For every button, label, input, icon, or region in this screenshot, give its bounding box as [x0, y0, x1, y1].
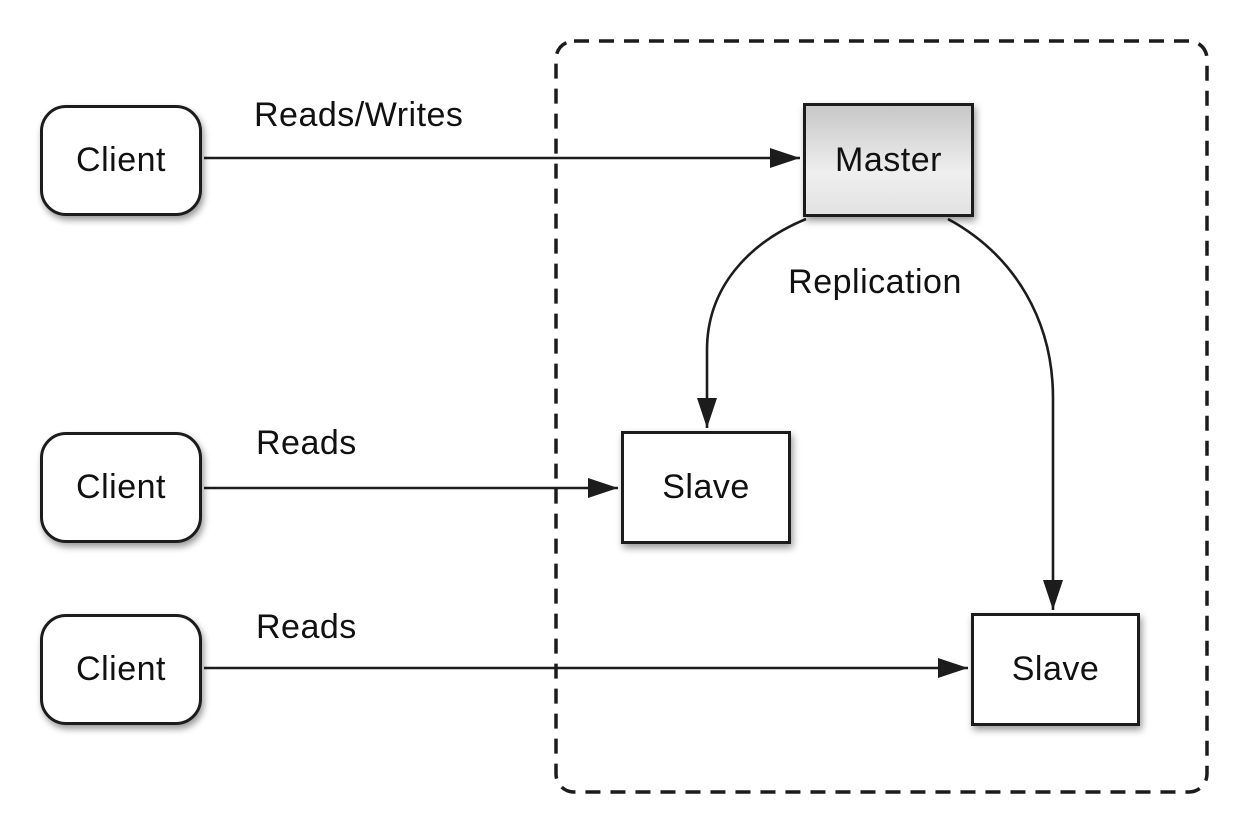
replication-arrow-right — [947, 217, 1063, 610]
client-node-3: Client — [40, 614, 202, 725]
master-node-label: Master — [835, 140, 942, 179]
slave-node-2: Slave — [971, 613, 1140, 726]
replication-edge-label: Replication — [788, 263, 962, 301]
slave-node-1-label: Slave — [662, 468, 750, 506]
client-node-3-label: Client — [76, 650, 166, 688]
client-node-2-label: Client — [76, 468, 166, 506]
client-node-2: Client — [40, 432, 202, 543]
reads-edge-label-middle: Reads — [256, 424, 357, 462]
slave-node-1: Slave — [621, 431, 791, 544]
replication-arrow-left — [697, 217, 807, 428]
client-node-1-label: Client — [76, 141, 166, 179]
reads-writes-edge-label: Reads/Writes — [254, 96, 464, 134]
master-node: Master — [803, 103, 974, 217]
reads-edge-label-bottom: Reads — [256, 608, 357, 646]
cluster-boundary-dashed-box — [554, 39, 1209, 794]
client-node-1: Client — [40, 105, 202, 216]
slave-node-2-label: Slave — [1011, 650, 1100, 688]
